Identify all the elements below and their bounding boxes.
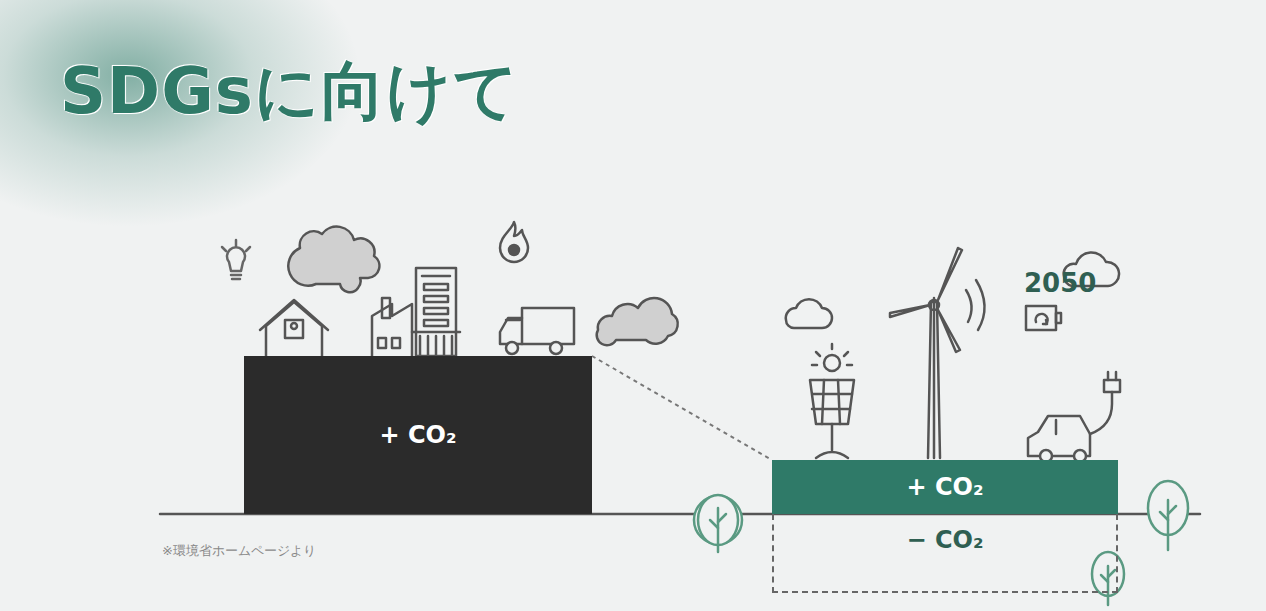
source-note: ※環境省ホームページより: [162, 542, 316, 560]
absorption-box: − CO₂: [772, 514, 1118, 593]
emission-block: + CO₂: [244, 356, 592, 514]
node-text: + CO₂: [380, 421, 457, 449]
dashed-connector: [592, 356, 772, 460]
node-text: − CO₂: [907, 526, 984, 554]
node-text: + CO₂: [907, 473, 984, 501]
year-label: 2050: [1024, 268, 1096, 298]
heading: SDGsに向けて: [60, 48, 520, 135]
emission-band: + CO₂: [772, 460, 1118, 514]
